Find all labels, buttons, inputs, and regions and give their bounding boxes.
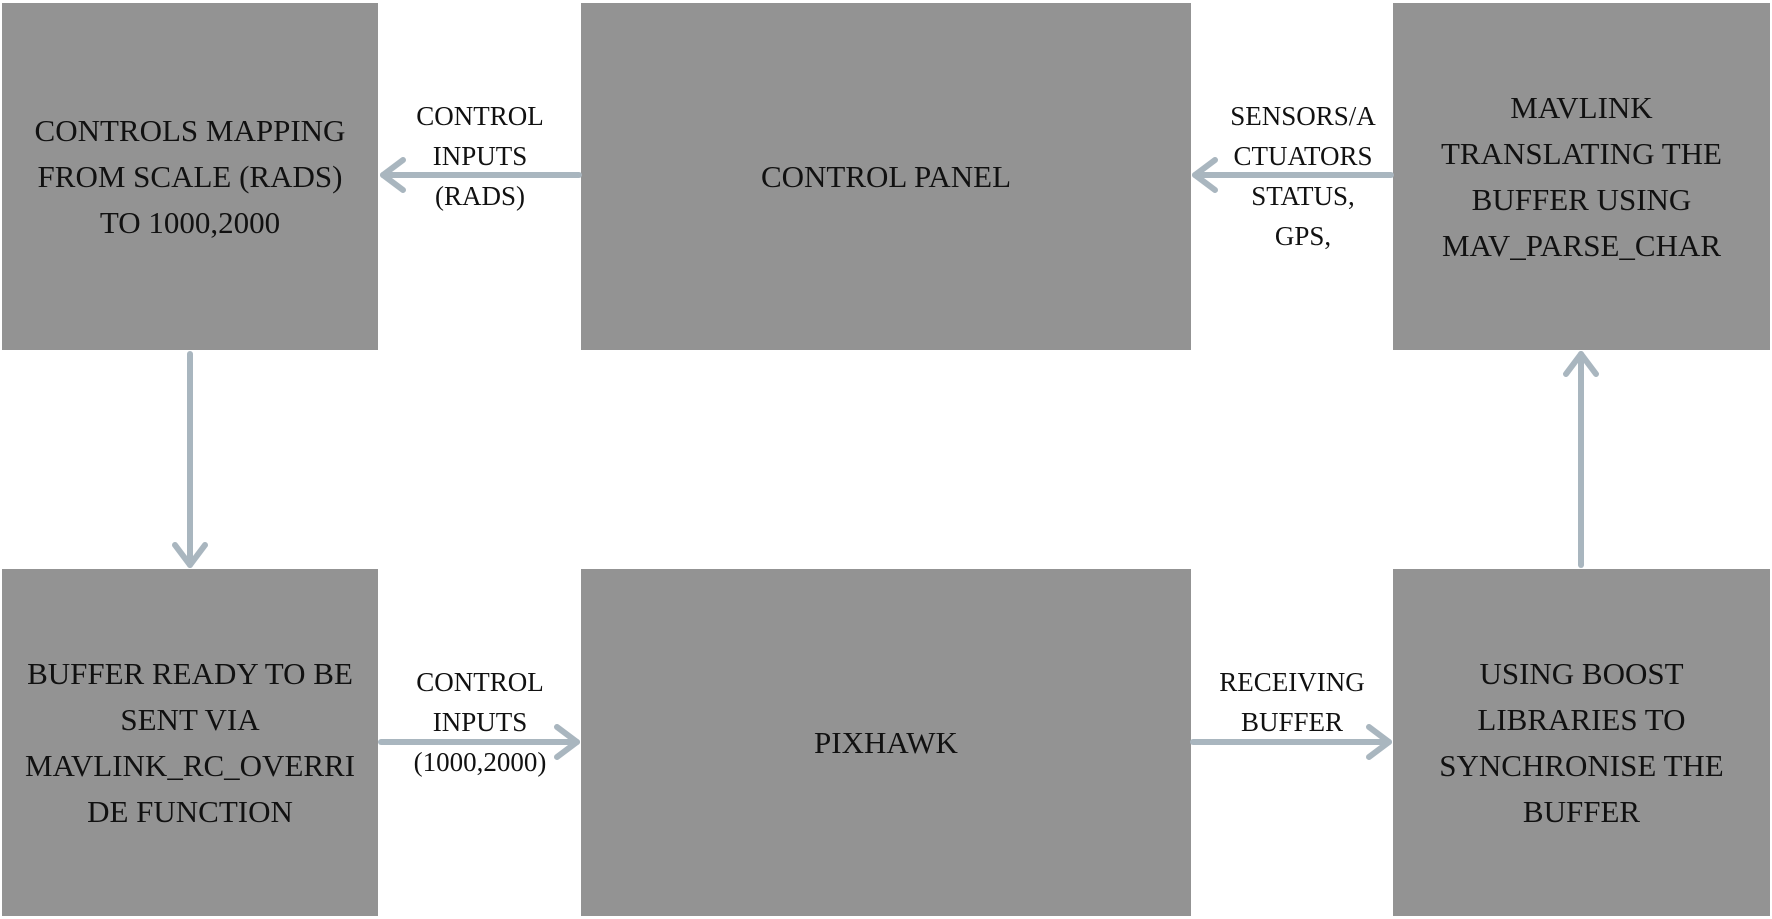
edge-label-line: GPS,	[1274, 221, 1332, 251]
edge-label-line: CONTROL	[416, 101, 544, 131]
node-buffer-ready: BUFFER READY TO BE SENT VIA MAVLINK_RC_O…	[2, 569, 378, 916]
edge-label-line: CTUATORS	[1233, 141, 1373, 171]
node-line: CONTROL PANEL	[760, 158, 1012, 194]
node-line: CONTROLS MAPPING	[34, 112, 346, 148]
node-line: BUFFER USING	[1471, 181, 1692, 217]
node-boost-libraries: USING BOOST LIBRARIES TO SYNCHRONISE THE…	[1393, 569, 1770, 916]
node-pixhawk-text: PIXHAWK	[814, 720, 958, 766]
node-mavlink-translating-text: MAVLINK TRANSLATING THE BUFFER USING MAV…	[1441, 85, 1722, 269]
node-line: PIXHAWK	[814, 724, 958, 760]
node-line: BUFFER READY TO BE	[27, 655, 353, 691]
arrow-panel-to-mapping	[380, 157, 582, 193]
node-boost-libraries-text: USING BOOST LIBRARIES TO SYNCHRONISE THE…	[1439, 651, 1723, 835]
node-line: USING BOOST	[1479, 655, 1684, 691]
edge-label-pixhawk-to-boost: RECEIVING BUFFER	[1200, 662, 1384, 742]
node-line: FROM SCALE (RADS)	[37, 158, 343, 194]
arrow-mavlink-to-panel	[1192, 157, 1394, 193]
node-line: DE FUNCTION	[87, 793, 293, 829]
node-line: MAV_PARSE_CHAR	[1441, 227, 1722, 263]
node-pixhawk: PIXHAWK	[581, 569, 1191, 916]
node-line: SENT VIA	[120, 701, 260, 737]
edge-label-line: CONTROL	[416, 667, 544, 697]
node-line: MAVLINK_RC_OVERRI	[24, 747, 356, 783]
edge-label-line: (1000,2000)	[413, 747, 547, 777]
node-line: LIBRARIES TO	[1477, 701, 1686, 737]
edge-label-buffer-to-pixhawk: CONTROL INPUTS (1000,2000)	[392, 662, 568, 782]
edge-label-line: SENSORS/A	[1230, 101, 1376, 131]
node-line: SYNCHRONISE THE	[1439, 747, 1724, 783]
arrow-mapping-to-buffer	[172, 351, 208, 568]
edge-label-panel-to-mapping: CONTROL INPUTS (RADS)	[392, 96, 568, 216]
node-control-panel: CONTROL PANEL	[581, 3, 1191, 350]
node-controls-mapping-text: CONTROLS MAPPING FROM SCALE (RADS) TO 10…	[35, 108, 346, 246]
node-buffer-ready-text: BUFFER READY TO BE SENT VIA MAVLINK_RC_O…	[25, 651, 355, 835]
edge-label-line: STATUS,	[1251, 181, 1355, 211]
node-line: TO 1000,2000	[99, 204, 281, 240]
node-mavlink-translating: MAVLINK TRANSLATING THE BUFFER USING MAV…	[1393, 3, 1770, 350]
edge-label-line: INPUTS	[432, 141, 528, 171]
arrow-boost-to-mavlink	[1563, 351, 1599, 568]
node-line: TRANSLATING THE	[1441, 135, 1722, 171]
edge-label-line: INPUTS	[432, 707, 528, 737]
edge-label-line: RECEIVING	[1219, 667, 1365, 697]
edge-label-line: (RADS)	[434, 181, 525, 211]
edge-label-line: BUFFER	[1240, 707, 1344, 737]
arrow-buffer-to-pixhawk	[378, 724, 580, 760]
node-controls-mapping: CONTROLS MAPPING FROM SCALE (RADS) TO 10…	[2, 3, 378, 350]
node-control-panel-text: CONTROL PANEL	[761, 154, 1011, 200]
edge-label-mavlink-to-panel: SENSORS/A CTUATORS STATUS, GPS,	[1214, 96, 1392, 256]
arrow-pixhawk-to-boost	[1190, 724, 1392, 760]
node-line: BUFFER	[1522, 793, 1641, 829]
node-line: MAVLINK	[1510, 89, 1653, 125]
